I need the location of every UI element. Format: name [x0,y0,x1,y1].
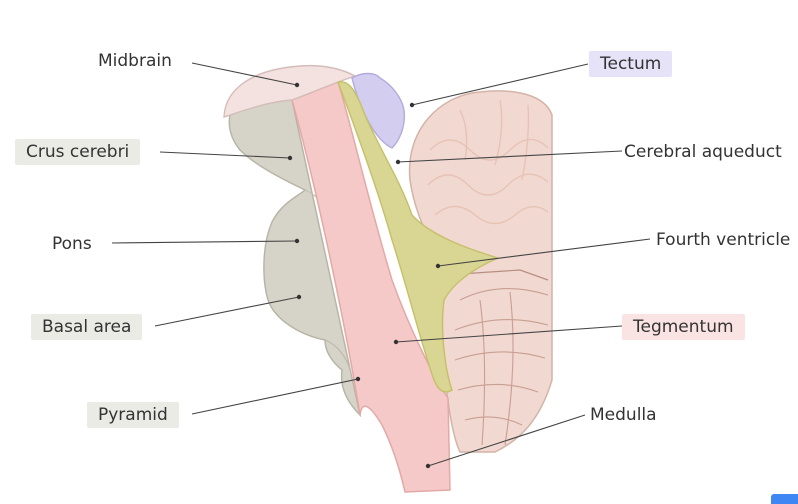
label-tegmentum: Tegmentum [622,314,745,340]
tectum-shape [351,72,406,149]
ventricle-canal [337,81,501,393]
leader-basal-area [154,296,300,327]
label-medulla: Medulla [590,405,657,425]
leader-fourth-ventricle [437,238,651,267]
leader-lines [111,62,651,467]
leader-pyramid [191,378,359,415]
midbrain-cut-surface [223,64,357,118]
leader-dots [287,82,441,469]
leader-crus-cerebri [159,151,291,159]
leader-midbrain [191,62,298,86]
label-pyramid: Pyramid [87,402,179,428]
leader-tegmentum [395,325,623,343]
leader-pons [111,240,298,244]
label-pons: Pons [52,234,92,254]
label-cerebral-aqueduct: Cerebral aqueduct [624,142,782,162]
label-basal-area: Basal area [31,314,143,340]
corner-button[interactable] [771,494,798,504]
label-tectum: Tectum [589,51,673,77]
leader-medulla [427,414,586,467]
leader-cerebral-aqueduct [397,150,623,163]
label-fourth-ventricle: Fourth ventricle [656,230,791,250]
tegmentum-shape [291,81,451,493]
label-crus-cerebri: Crus cerebri [15,139,141,165]
leader-tectum [411,63,589,106]
label-midbrain: Midbrain [98,51,172,71]
